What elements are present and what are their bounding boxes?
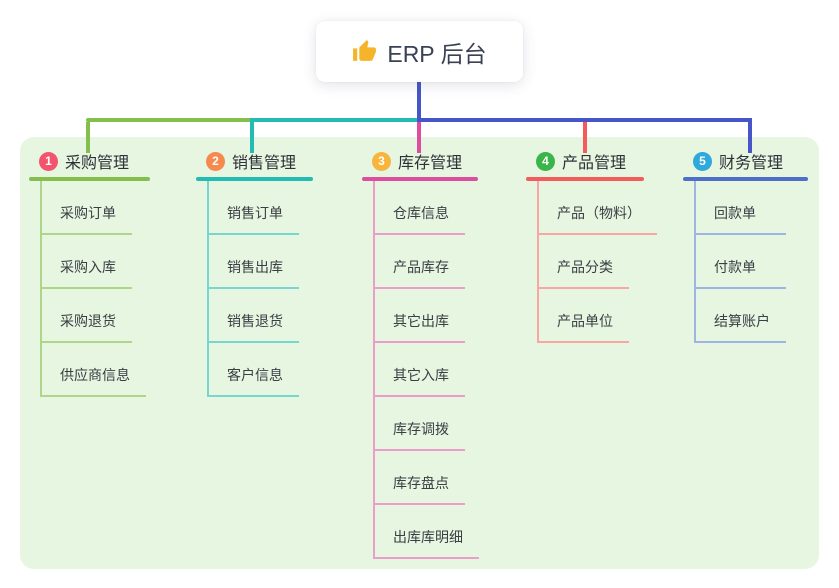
child-item: 产品库存	[375, 235, 479, 289]
branch-underline	[362, 177, 478, 181]
branch-header[interactable]: 3 库存管理	[362, 150, 479, 172]
branch-underline	[29, 177, 150, 181]
child-label[interactable]: 结算账户	[696, 311, 786, 343]
child-label[interactable]: 采购入库	[42, 257, 132, 289]
child-item: 付款单	[696, 235, 808, 289]
thumbs-up-icon	[353, 40, 377, 61]
children-list: 回款单 付款单 结算账户	[694, 181, 808, 343]
connector-drop-4	[583, 122, 587, 153]
child-label[interactable]: 供应商信息	[42, 365, 146, 397]
branch-header[interactable]: 1 采购管理	[29, 150, 150, 172]
child-item: 回款单	[696, 181, 808, 235]
connector-bus-teal	[250, 118, 419, 122]
child-item: 结算账户	[696, 289, 808, 343]
branch-underline	[196, 177, 313, 181]
child-label[interactable]: 库存盘点	[375, 473, 465, 505]
child-item: 销售退货	[209, 289, 313, 343]
branch-underline	[683, 177, 808, 181]
children-list: 销售订单 销售出库 销售退货 客户信息	[207, 181, 313, 397]
child-label[interactable]: 付款单	[696, 257, 786, 289]
connector-bus-green	[86, 118, 252, 122]
branch-1: 1 采购管理 采购订单 采购入库 采购退货 供应商信息	[29, 150, 150, 397]
branch-label: 产品管理	[562, 155, 627, 172]
mindmap-panel	[20, 137, 819, 569]
branch-label: 财务管理	[719, 155, 784, 172]
connector-drop-5	[748, 118, 752, 153]
child-item: 采购退货	[42, 289, 150, 343]
connector-root-drop	[417, 82, 421, 122]
child-label[interactable]: 采购退货	[42, 311, 132, 343]
root-title: ERP 后台	[387, 40, 487, 67]
child-label[interactable]: 产品分类	[539, 257, 629, 289]
child-label[interactable]: 出库库明细	[375, 527, 479, 559]
child-item: 库存盘点	[375, 451, 479, 505]
child-item: 产品单位	[539, 289, 657, 343]
child-label[interactable]: 销售订单	[209, 203, 299, 235]
child-label[interactable]: 库存调拨	[375, 419, 465, 451]
branch-number-badge: 1	[39, 151, 58, 171]
branch-number-badge: 3	[372, 151, 391, 171]
child-item: 客户信息	[209, 343, 313, 397]
child-label[interactable]: 产品（物料）	[539, 203, 657, 235]
child-item: 产品（物料）	[539, 181, 657, 235]
children-list: 仓库信息 产品库存 其它出库 其它入库 库存调拨 库存盘点 出库库明细	[373, 181, 479, 559]
child-item: 出库库明细	[375, 505, 479, 559]
child-item: 采购入库	[42, 235, 150, 289]
branch-5: 5 财务管理 回款单 付款单 结算账户	[683, 150, 808, 343]
child-item: 销售出库	[209, 235, 313, 289]
child-label[interactable]: 采购订单	[42, 203, 132, 235]
branch-number-badge: 2	[206, 151, 225, 171]
branch-label: 采购管理	[65, 155, 130, 172]
child-label[interactable]: 客户信息	[209, 365, 299, 397]
child-item: 供应商信息	[42, 343, 150, 397]
child-label[interactable]: 其它入库	[375, 365, 465, 397]
root-node[interactable]: ERP 后台	[316, 21, 523, 82]
branch-3: 3 库存管理 仓库信息 产品库存 其它出库 其它入库 库存调拨 库存盘点 出库库…	[362, 150, 479, 559]
connector-drop-1	[86, 122, 90, 153]
child-item: 产品分类	[539, 235, 657, 289]
branch-2: 2 销售管理 销售订单 销售出库 销售退货 客户信息	[196, 150, 313, 397]
branch-number-badge: 5	[693, 151, 712, 171]
connector-bus-indigo	[417, 118, 752, 122]
child-item: 仓库信息	[375, 181, 479, 235]
child-label[interactable]: 回款单	[696, 203, 786, 235]
child-item: 采购订单	[42, 181, 150, 235]
child-item: 库存调拨	[375, 397, 479, 451]
child-item: 其它出库	[375, 289, 479, 343]
child-label[interactable]: 其它出库	[375, 311, 465, 343]
branch-4: 4 产品管理 产品（物料） 产品分类 产品单位	[526, 150, 657, 343]
branch-number-badge: 4	[536, 151, 555, 171]
child-label[interactable]: 产品单位	[539, 311, 629, 343]
child-label[interactable]: 产品库存	[375, 257, 465, 289]
child-label[interactable]: 销售退货	[209, 311, 299, 343]
connector-drop-2	[250, 122, 254, 153]
child-item: 销售订单	[209, 181, 313, 235]
branch-label: 销售管理	[232, 155, 297, 172]
branch-label: 库存管理	[398, 155, 463, 172]
child-item: 其它入库	[375, 343, 479, 397]
branch-header[interactable]: 2 销售管理	[196, 150, 313, 172]
connector-drop-3	[417, 122, 421, 153]
children-list: 采购订单 采购入库 采购退货 供应商信息	[40, 181, 150, 397]
children-list: 产品（物料） 产品分类 产品单位	[537, 181, 657, 343]
branch-header[interactable]: 4 产品管理	[526, 150, 657, 172]
branch-underline	[526, 177, 644, 181]
branch-header[interactable]: 5 财务管理	[683, 150, 808, 172]
child-label[interactable]: 销售出库	[209, 257, 299, 289]
child-label[interactable]: 仓库信息	[375, 203, 465, 235]
